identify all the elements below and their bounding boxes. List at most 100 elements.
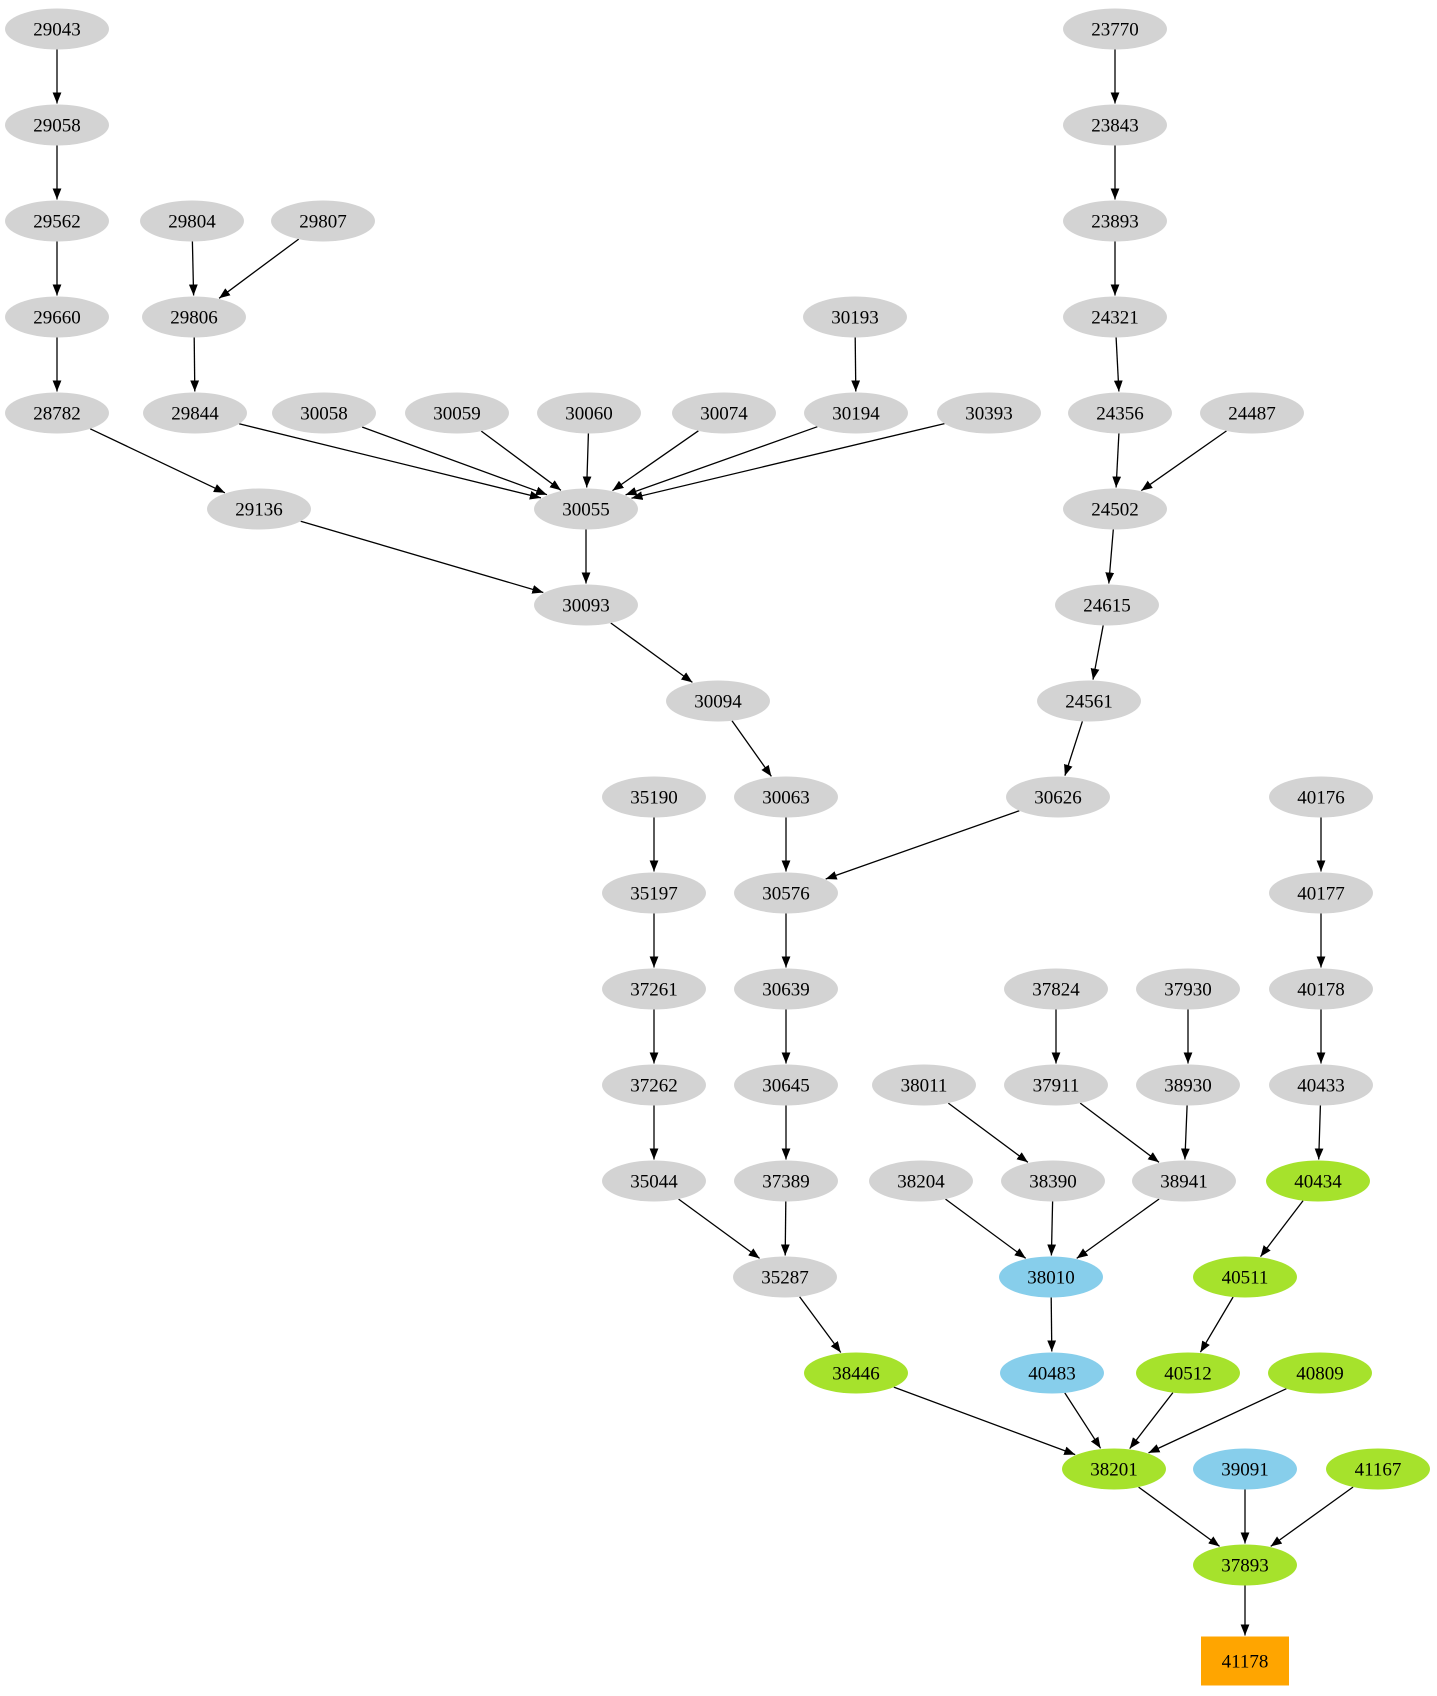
edge-24321-24356 (1113, 337, 1123, 392)
node-38201: 38201 (1062, 1448, 1166, 1490)
edge-30060-30055 (582, 433, 592, 488)
node-shape-41167 (1326, 1448, 1430, 1490)
edge-35287-38446 (799, 1296, 842, 1353)
node-30060: 30060 (537, 392, 641, 434)
node-label-24561: 24561 (1065, 691, 1113, 712)
node-label-30094: 30094 (694, 691, 742, 712)
node-shape-38446 (804, 1352, 908, 1394)
edge-24615-24561 (1090, 625, 1104, 680)
edge-29807-29806 (218, 238, 300, 299)
node-label-24356: 24356 (1096, 403, 1144, 424)
node-label-24615: 24615 (1083, 595, 1131, 616)
node-shape-30639 (734, 968, 838, 1010)
node-shape-30094 (666, 680, 770, 722)
node-shape-29562 (5, 200, 109, 242)
node-shape-24356 (1068, 392, 1172, 434)
node-label-30059: 30059 (433, 403, 481, 424)
node-40177: 40177 (1269, 872, 1373, 914)
node-label-30060: 30060 (565, 403, 613, 424)
node-shape-35190 (602, 776, 706, 818)
node-label-37389: 37389 (762, 1171, 810, 1192)
node-shape-30194 (804, 392, 908, 434)
node-shape-24321 (1063, 296, 1167, 338)
node-label-29844: 29844 (171, 403, 219, 424)
node-label-38010: 38010 (1027, 1267, 1075, 1288)
node-shape-30059 (405, 392, 509, 434)
node-38941: 38941 (1132, 1160, 1236, 1202)
node-38204: 38204 (869, 1160, 973, 1202)
node-label-30194: 30194 (832, 403, 880, 424)
edge-30059-30055 (480, 430, 562, 491)
node-label-40512: 40512 (1164, 1363, 1212, 1384)
edge-37911-38941 (1079, 1102, 1160, 1163)
node-shape-24561 (1037, 680, 1141, 722)
node-label-24487: 24487 (1228, 403, 1276, 424)
node-shape-30058 (272, 392, 376, 434)
node-label-24502: 24502 (1091, 499, 1139, 520)
node-shape-30093 (534, 584, 638, 626)
node-30576: 30576 (734, 872, 838, 914)
node-label-37930: 37930 (1164, 979, 1212, 1000)
node-label-40511: 40511 (1222, 1267, 1269, 1288)
node-label-37824: 37824 (1032, 979, 1080, 1000)
node-shape-29136 (207, 488, 311, 530)
node-label-29804: 29804 (168, 211, 216, 232)
node-shape-40177 (1269, 872, 1373, 914)
node-shape-40511 (1193, 1256, 1297, 1298)
edge-24356-24502 (1112, 433, 1122, 488)
node-label-40178: 40178 (1297, 979, 1345, 1000)
edge-29844-30055 (238, 423, 542, 500)
node-35287: 35287 (733, 1256, 837, 1298)
node-shape-30393 (937, 392, 1041, 434)
node-shape-29660 (5, 296, 109, 338)
node-30093: 30093 (534, 584, 638, 626)
node-29058: 29058 (5, 104, 109, 146)
graph-edges (52, 49, 1354, 1636)
node-shape-38010 (999, 1256, 1103, 1298)
edge-40483-38201 (1064, 1392, 1102, 1449)
node-40176: 40176 (1269, 776, 1373, 818)
node-37930: 37930 (1136, 968, 1240, 1010)
node-label-37262: 37262 (630, 1075, 678, 1096)
node-shape-37911 (1004, 1064, 1108, 1106)
node-label-29806: 29806 (170, 307, 218, 328)
node-label-38204: 38204 (897, 1171, 945, 1192)
node-38390: 38390 (1001, 1160, 1105, 1202)
node-shape-29807 (271, 200, 375, 242)
edge-38941-38010 (1076, 1198, 1160, 1259)
node-label-29136: 29136 (235, 499, 283, 520)
node-label-30193: 30193 (831, 307, 879, 328)
node-label-30055: 30055 (562, 499, 610, 520)
node-29844: 29844 (143, 392, 247, 434)
node-shape-30055 (534, 488, 638, 530)
edge-35044-35287 (678, 1198, 760, 1259)
node-label-24321: 24321 (1091, 307, 1139, 328)
edge-38204-38010 (945, 1198, 1027, 1259)
node-30645: 30645 (734, 1064, 838, 1106)
node-label-29058: 29058 (33, 115, 81, 136)
node-30058: 30058 (272, 392, 376, 434)
node-shape-29043 (5, 8, 109, 50)
node-shape-35044 (602, 1160, 706, 1202)
node-label-35190: 35190 (630, 787, 678, 808)
node-label-38390: 38390 (1029, 1171, 1077, 1192)
edge-30194-30055 (625, 426, 818, 496)
edge-38201-37893 (1138, 1486, 1220, 1547)
node-29804: 29804 (140, 200, 244, 242)
node-label-29562: 29562 (33, 211, 81, 232)
node-39091: 39091 (1193, 1448, 1297, 1490)
node-23843: 23843 (1063, 104, 1167, 146)
node-24615: 24615 (1055, 584, 1159, 626)
node-shape-23770 (1063, 8, 1167, 50)
edge-37389-35287 (780, 1201, 790, 1256)
node-37262: 37262 (602, 1064, 706, 1106)
node-shape-28782 (5, 392, 109, 434)
node-shape-30626 (1006, 776, 1110, 818)
edge-29804-29806 (188, 241, 198, 296)
node-shape-30645 (734, 1064, 838, 1106)
node-24561: 24561 (1037, 680, 1141, 722)
node-38011: 38011 (872, 1064, 976, 1106)
